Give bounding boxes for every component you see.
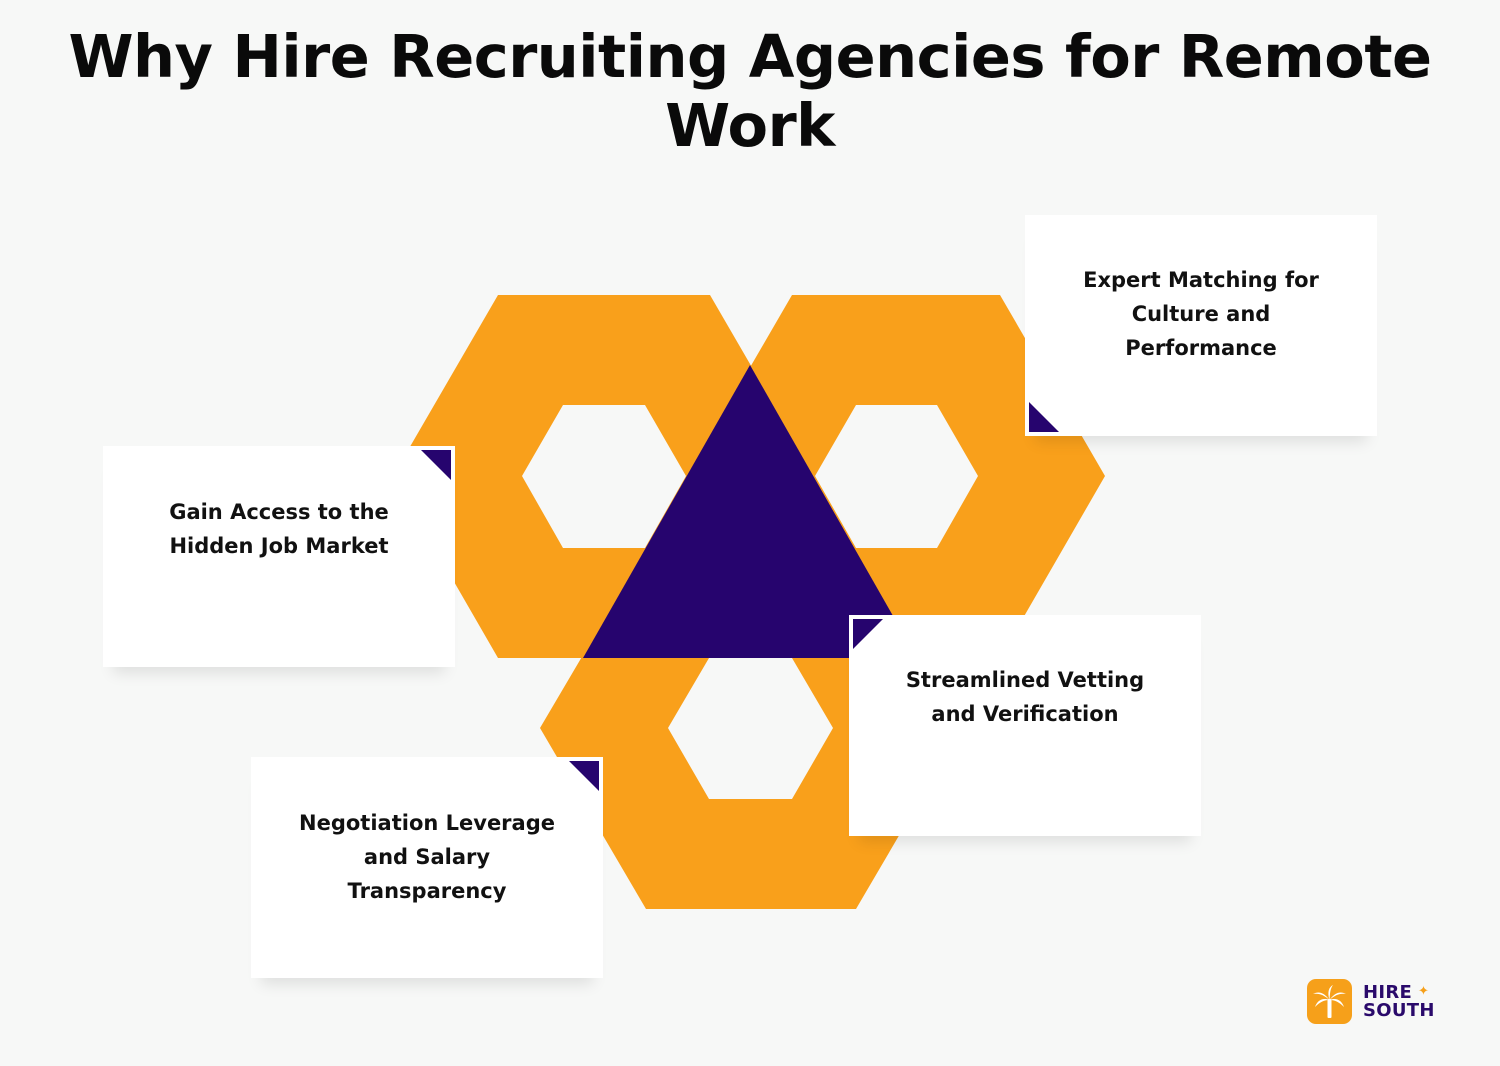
card-label: Expert Matching for Culture and Performa… [1083,268,1319,360]
corner-triangle-icon [569,761,599,791]
card-hidden-job-market: Gain Access to the Hidden Job Market [103,446,455,667]
page-title: Why Hire Recruiting Agencies for Remote … [68,22,1432,160]
hire-south-logo: HIRE ✦ SOUTH [1307,979,1437,1025]
center-triangle [583,365,917,658]
card-expert-matching: Expert Matching for Culture and Performa… [1025,215,1377,436]
logo-line1: HIRE [1363,982,1413,1003]
card-label: Negotiation Leverage and Salary Transpar… [299,811,555,903]
card-streamlined-vetting: Streamlined Vetting and Verification [849,615,1201,836]
card-label: Streamlined Vetting and Verification [905,668,1145,726]
card-label: Gain Access to the Hidden Job Market [169,500,389,558]
logo-line2: SOUTH [1363,1000,1435,1021]
corner-triangle-icon [421,450,451,480]
corner-triangle-icon [1029,402,1059,432]
card-negotiation-leverage: Negotiation Leverage and Salary Transpar… [251,757,603,978]
palm-tree-icon [1307,979,1352,1024]
corner-triangle-icon [853,619,883,649]
sparkle-icon: ✦ [1418,984,1429,999]
